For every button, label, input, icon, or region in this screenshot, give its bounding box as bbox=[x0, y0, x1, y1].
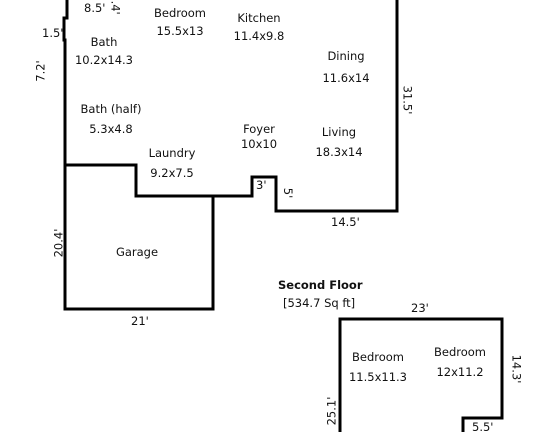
room-size: 9.2x7.5 bbox=[150, 166, 194, 180]
dim-foyer-notch: 3' bbox=[256, 178, 267, 192]
room-name: Bath bbox=[90, 35, 118, 49]
room-bedroom-2a: Bedroom 11.5x11.3 bbox=[330, 350, 426, 384]
room-size: 11.6x14 bbox=[322, 71, 370, 85]
room-garage: Garage bbox=[89, 245, 185, 259]
room-size: 18.3x14 bbox=[315, 145, 363, 159]
dim-left-side: 7.2' bbox=[33, 60, 48, 82]
dim-left-step: 1.5' bbox=[42, 26, 64, 40]
room-dining: Dining 11.6x14 bbox=[298, 49, 394, 85]
room-bedroom-2b: Bedroom 12x11.2 bbox=[412, 345, 508, 379]
second-floor-wall bbox=[338, 317, 504, 432]
room-size: 11.5x11.3 bbox=[348, 370, 408, 384]
room-name: Bedroom bbox=[351, 350, 404, 364]
room-living: Living 18.3x14 bbox=[291, 125, 387, 159]
room-size: 5.3x4.8 bbox=[89, 122, 133, 136]
room-name: Laundry bbox=[148, 146, 196, 160]
room-name: Bedroom bbox=[433, 345, 486, 359]
room-size: 15.5x13 bbox=[156, 24, 204, 38]
room-kitchen: Kitchen 11.4x9.8 bbox=[211, 11, 307, 43]
room-name: Foyer bbox=[243, 122, 275, 136]
room-name: Bedroom bbox=[153, 6, 206, 20]
room-laundry: Laundry 9.2x7.5 bbox=[124, 146, 220, 180]
room-name: Living bbox=[321, 125, 357, 139]
room-bedroom: Bedroom 15.5x13 bbox=[132, 6, 228, 38]
dim-garage-bottom: 21' bbox=[131, 314, 149, 328]
room-size: 12x11.2 bbox=[436, 365, 484, 379]
room-name: Dining bbox=[327, 49, 365, 63]
room-bath-half: Bath (half) 5.3x4.8 bbox=[63, 102, 159, 136]
room-name: Kitchen bbox=[237, 11, 281, 25]
room-size: 11.4x9.8 bbox=[233, 29, 285, 43]
room-name: Bath (half) bbox=[80, 102, 142, 116]
dim-second-bottom-step: 5.5' bbox=[472, 420, 494, 434]
room-size: 10x10 bbox=[240, 137, 278, 151]
second-floor-title: Second Floor bbox=[278, 278, 363, 292]
dim-second-right: 14.3' bbox=[509, 354, 524, 384]
dim-top-step: 8.5' bbox=[84, 1, 106, 15]
dim-second-top: 23' bbox=[411, 301, 429, 315]
room-name: Garage bbox=[115, 245, 159, 259]
dim-garage-side: 20.4' bbox=[51, 228, 66, 258]
room-size: 10.2x14.3 bbox=[74, 53, 134, 67]
first-floor-outer-wall bbox=[62, 0, 399, 213]
second-floor-area: [534.7 Sq ft] bbox=[283, 296, 356, 310]
dim-right-side: 31.5' bbox=[400, 85, 415, 115]
room-bath: Bath 10.2x14.3 bbox=[56, 35, 152, 67]
room-foyer: Foyer 10x10 bbox=[211, 122, 307, 151]
garage-wall bbox=[63, 165, 215, 311]
dim-second-left: 25.1' bbox=[324, 396, 339, 426]
dim-top-step-side: 4.4' bbox=[108, 0, 123, 15]
dim-foyer-notch-side: 5' bbox=[281, 187, 296, 199]
dim-bottom-right: 14.5' bbox=[331, 215, 360, 229]
